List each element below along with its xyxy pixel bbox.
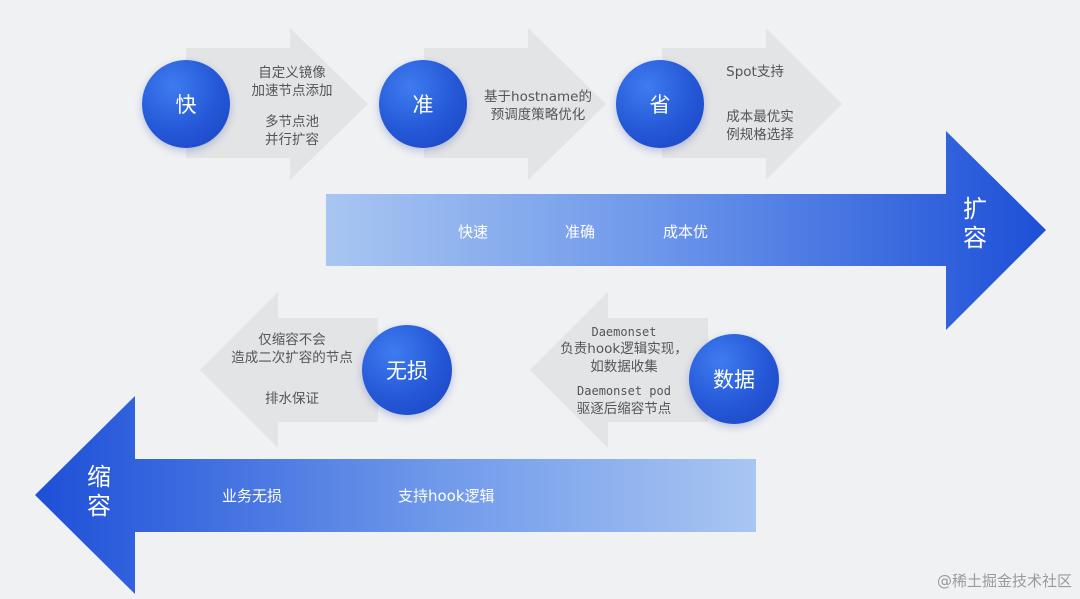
shrink-arrow: [35, 396, 756, 594]
data-line-1: Daemonset: [591, 325, 657, 339]
shrink-bar-word-1: 业务无损: [222, 487, 283, 505]
lossless-line-2: 造成二次扩容的节点: [231, 350, 353, 366]
expand-label: 扩容: [958, 195, 992, 253]
save-line-2: 成本最优实: [726, 109, 794, 125]
expand-label-text: 扩容: [963, 195, 987, 252]
gray-arrow-data: [530, 292, 708, 448]
lossless-line-1: 仅缩容不会: [258, 332, 326, 348]
gray-arrow-lossless: [200, 292, 378, 448]
data-line-3: 如数据收集: [590, 359, 658, 375]
fast-line-2: 加速节点添加: [251, 83, 333, 99]
gray-arrow-save: [662, 28, 842, 180]
fast-line-3: 多节点池: [265, 114, 319, 130]
fast-line-1: 自定义镜像: [258, 65, 326, 81]
data-line-4: Daemonset pod: [577, 384, 671, 398]
expand-arrow: [326, 131, 1046, 330]
gray-arrow-fast: [186, 28, 368, 180]
circle-lossless: 无损: [362, 325, 452, 415]
accurate-line-2: 预调度策略优化: [490, 107, 586, 123]
shrink-label: 缩容: [82, 463, 116, 521]
expand-bar-word-2: 准确: [565, 223, 596, 241]
accurate-line-1: 基于hostname的: [484, 89, 592, 105]
expand-bar-word-3: 成本优: [663, 223, 709, 241]
watermark: @稀土掘金技术社区: [936, 572, 1072, 590]
lossless-line-3: 排水保证: [265, 391, 319, 407]
save-line-3: 例规格选择: [726, 127, 794, 143]
shrink-bar-word-2: 支持hook逻辑: [398, 487, 495, 505]
fast-line-4: 并行扩容: [265, 132, 319, 148]
data-line-2: 负责hook逻辑实现，: [560, 341, 688, 357]
circle-save: 省: [616, 60, 704, 148]
circle-fast: 快: [142, 60, 230, 148]
expand-bar-word-1: 快速: [458, 223, 489, 241]
shrink-label-text: 缩容: [87, 463, 111, 520]
circle-accurate: 准: [379, 60, 467, 148]
gray-arrow-accurate: [424, 28, 606, 180]
save-line-1: Spot支持: [726, 64, 784, 80]
data-line-5: 驱逐后缩容节点: [576, 401, 672, 417]
circle-data: 数据: [689, 334, 779, 424]
